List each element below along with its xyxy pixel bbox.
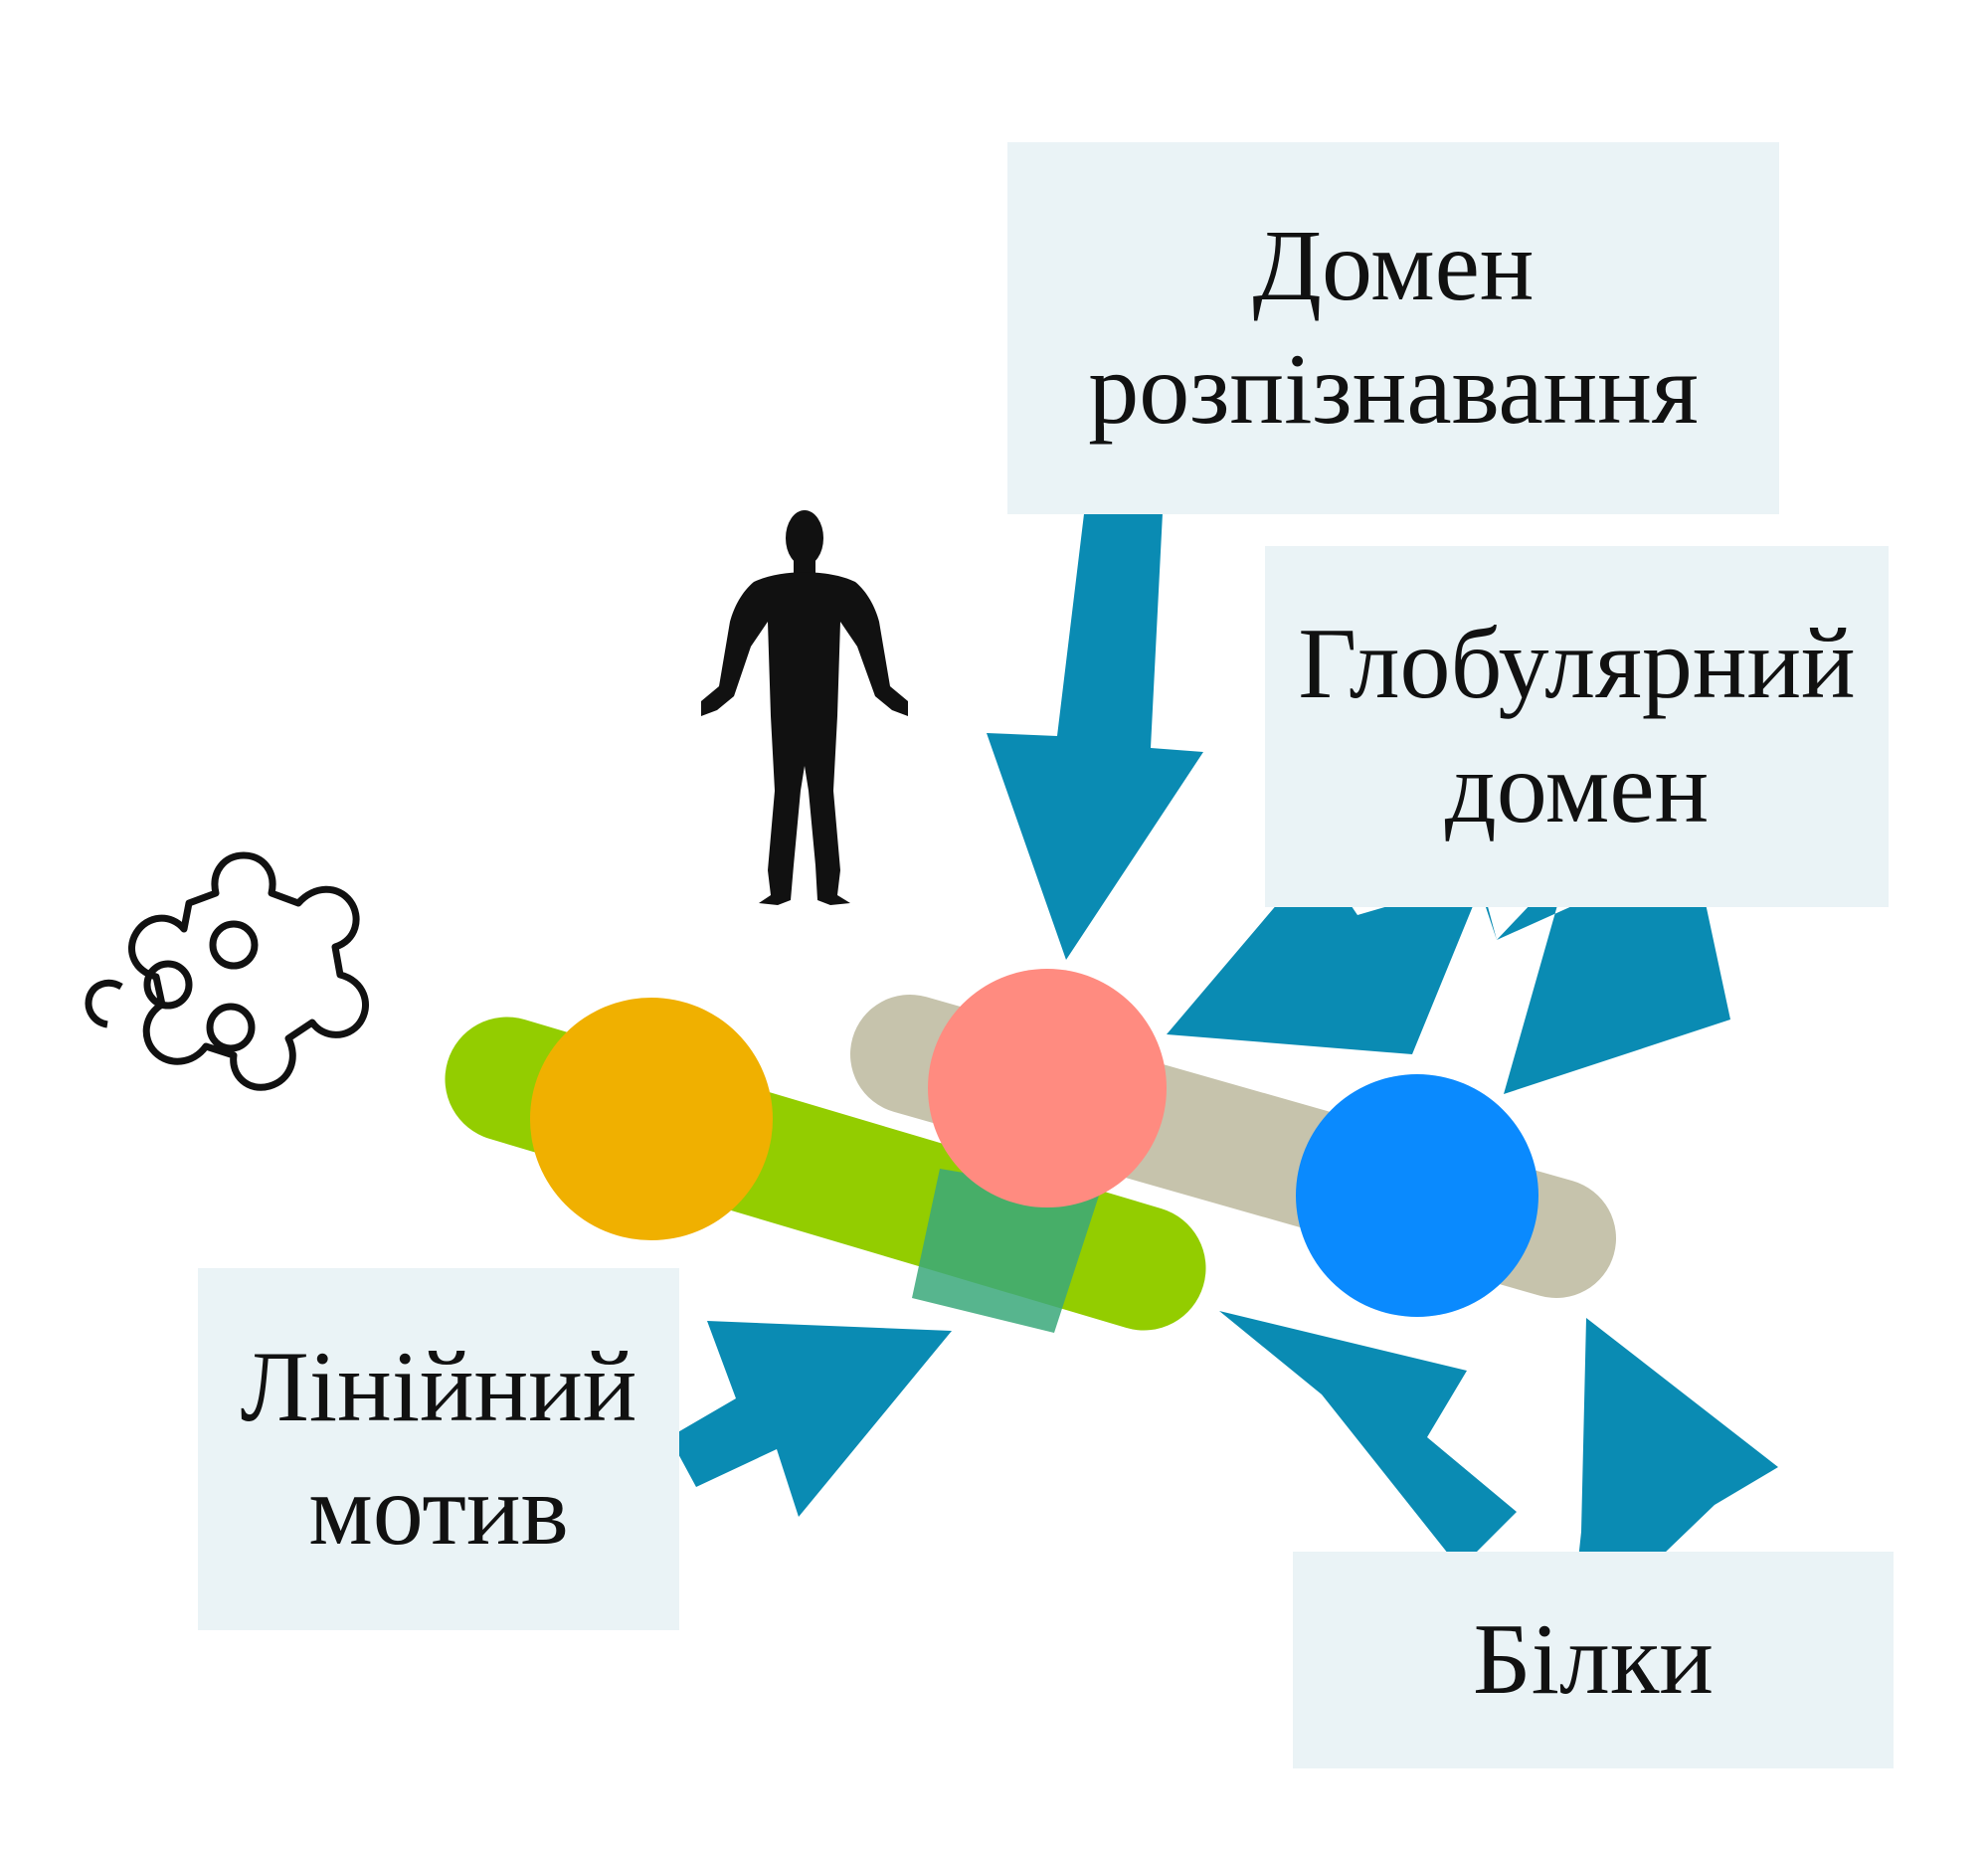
arrow-recognition-domain: [987, 489, 1203, 960]
arrow-linear-motif: [669, 1321, 952, 1517]
pink-globular-domain: [928, 969, 1167, 1207]
proteins-line1: Білки: [1473, 1602, 1714, 1716]
linear-motif-line1: Лінійний: [240, 1330, 637, 1443]
recognition-domain-label: Домен розпізнавання: [1007, 142, 1779, 514]
recognition-domain-line2: розпізнавання: [1088, 333, 1699, 446]
globular-domain-line2: домен: [1444, 731, 1710, 844]
recognition-domain-line1: Домен: [1252, 209, 1535, 322]
blue-globular-domain: [1296, 1074, 1538, 1317]
arrow-proteins-right: [1578, 1318, 1778, 1560]
linear-motif-patch: [912, 1169, 1099, 1333]
globular-domain-line1: Глобулярний: [1298, 608, 1856, 721]
linear-motif-line2: мотив: [308, 1454, 569, 1567]
arrow-proteins-left: [1219, 1311, 1517, 1569]
virus-icon: [85, 851, 369, 1091]
globular-domain-label: Глобулярний домен: [1265, 546, 1889, 907]
human-silhouette-icon: [701, 510, 908, 905]
proteins-label: Білки: [1293, 1552, 1894, 1768]
linear-motif-label: Лінійний мотив: [198, 1268, 679, 1630]
orange-globular-domain: [530, 998, 773, 1240]
